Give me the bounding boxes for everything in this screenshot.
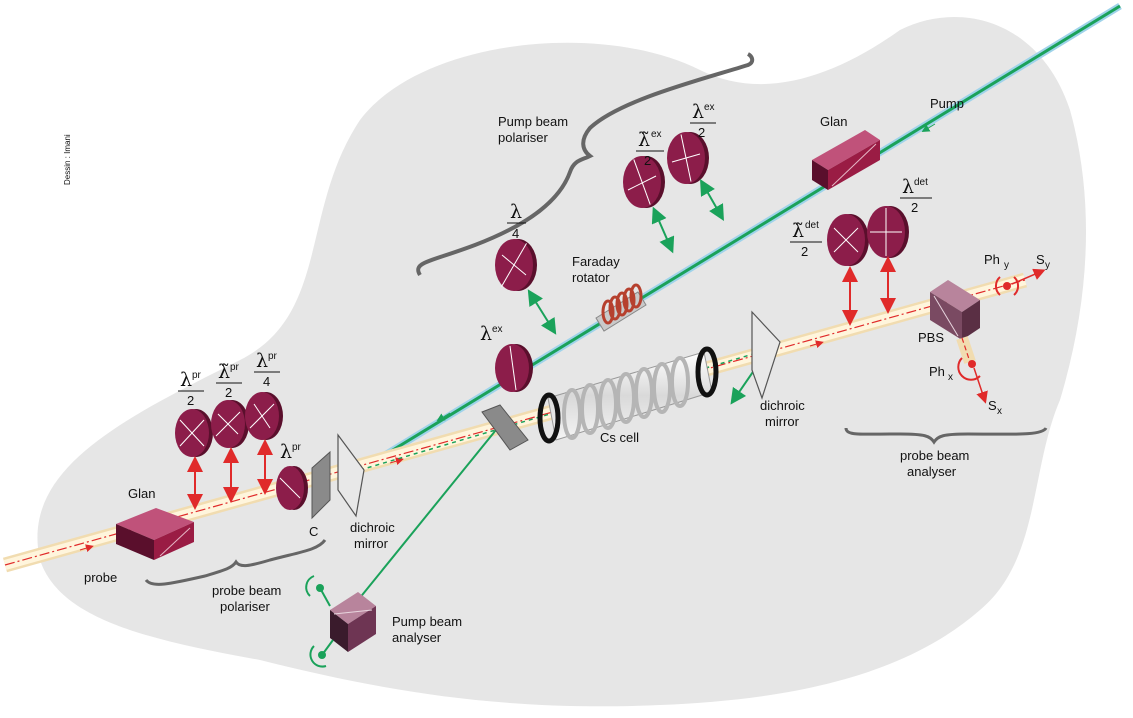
probe-quarter-sup: pr	[268, 351, 278, 362]
pump-quarter-denominator: 4	[512, 226, 519, 241]
det-tilde-sup: det	[805, 220, 819, 231]
dichroic-mirror-right-label-2: mirror	[765, 414, 800, 429]
probe-half-waveplate	[175, 409, 213, 457]
probe-half-symbol: λ	[180, 369, 192, 391]
probe-quarter-symbol: λ	[256, 350, 268, 372]
det-half-symbol: λ	[902, 176, 914, 198]
det-tilde-waveplate	[827, 214, 869, 266]
pump-half-ex-denominator: 2	[698, 125, 705, 140]
det-tilde-denominator: 2	[801, 244, 808, 259]
s-x-sub: x	[997, 406, 1002, 417]
probe-half-denominator: 2	[187, 393, 194, 408]
probe-quarter-waveplate	[245, 392, 283, 440]
probe-tilde-denominator: 2	[225, 385, 232, 400]
pump-tilde-ex-symbol: λ̃	[638, 129, 650, 151]
pump-beam-polariser-label: Pump beam	[498, 114, 568, 129]
probe-beam-analyser-label-2: analyser	[907, 464, 957, 479]
pump-lambda-ex-sup: ex	[492, 324, 503, 335]
pump-beam-analyser-label-2: analyser	[392, 630, 442, 645]
pump-half-ex-symbol: λ	[692, 101, 704, 123]
faraday-rotator-label: Faraday	[572, 254, 620, 269]
pump-half-ex-sup: ex	[704, 102, 715, 113]
pump-beam-polariser-label-2: polariser	[498, 130, 549, 145]
credit-text: Dessin : Imani	[63, 134, 72, 185]
probe-tilde-sup: pr	[230, 362, 240, 373]
probe-beam-polariser-label-2: polariser	[220, 599, 271, 614]
probe-beam-analyser-label: probe beam	[900, 448, 969, 463]
probe-label: probe	[84, 570, 117, 585]
det-half-denominator: 2	[911, 200, 918, 215]
dichroic-mirror-right-label: dichroic	[760, 398, 805, 413]
pump-lambda-ex-waveplate	[495, 344, 533, 392]
s-y-label: S	[1036, 252, 1045, 267]
det-half-waveplate	[867, 206, 909, 258]
probe-half-sup: pr	[192, 370, 202, 381]
pump-beam-analyser-label: Pump beam	[392, 614, 462, 629]
ph-y-sub: y	[1004, 260, 1009, 271]
probe-tilde-symbol: λ̃	[218, 361, 230, 383]
probe-tilde-waveplate	[211, 400, 249, 448]
pump-label: Pump	[930, 96, 964, 111]
pump-tilde-ex-sup: ex	[651, 129, 662, 140]
pbs-label: PBS	[918, 330, 944, 345]
s-x-label: S	[988, 398, 997, 413]
ph-x-label: Ph	[929, 364, 945, 379]
dichroic-mirror-left-label: dichroic	[350, 520, 395, 535]
probe-glan-label: Glan	[128, 486, 155, 501]
probe-lambda-pr-waveplate	[276, 466, 308, 510]
det-tilde-symbol: λ̃	[792, 220, 804, 242]
compensator-label: C	[309, 524, 318, 539]
pump-glan-label: Glan	[820, 114, 847, 129]
det-half-sup: det	[914, 177, 928, 188]
ph-x-sub: x	[948, 372, 953, 383]
dichroic-mirror-left-label-2: mirror	[354, 536, 389, 551]
ph-y-label: Ph	[984, 252, 1000, 267]
probe-lambda-pr-symbol: λ	[280, 441, 292, 463]
cs-cell-label: Cs cell	[600, 430, 639, 445]
pump-lambda-ex-symbol: λ	[480, 323, 492, 345]
faraday-rotator-label-2: rotator	[572, 270, 610, 285]
pump-tilde-ex-denominator: 2	[644, 153, 651, 168]
s-y-sub: y	[1045, 260, 1050, 271]
probe-lambda-pr-sup: pr	[292, 442, 302, 453]
pump-quarter-waveplate	[495, 239, 537, 291]
probe-beam-polariser-label: probe beam	[212, 583, 281, 598]
probe-quarter-denominator: 4	[263, 374, 270, 389]
pump-quarter-symbol: λ	[510, 201, 522, 223]
